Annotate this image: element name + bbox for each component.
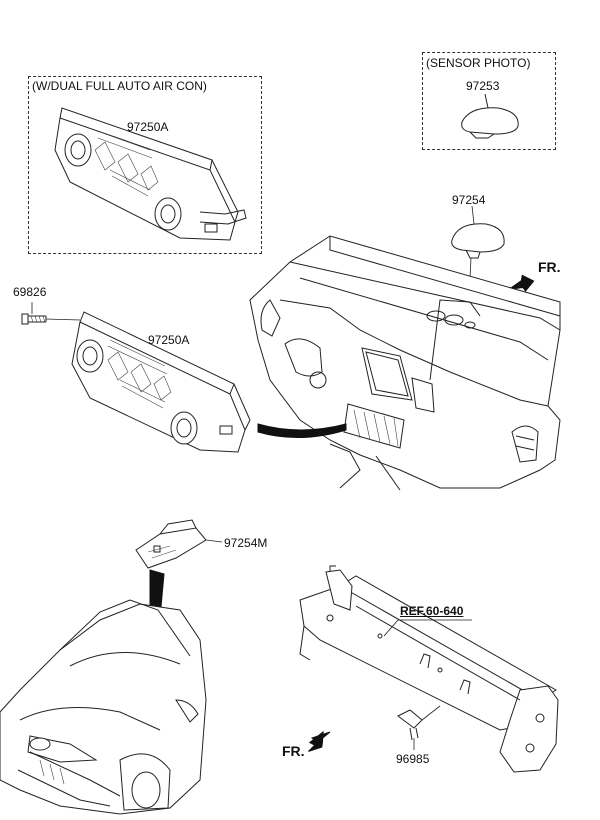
- climate-control-unit-97250A-dual: [54, 107, 247, 241]
- dual-auto-aircon-note: (W/DUAL FULL AUTO AIR CON): [32, 79, 207, 93]
- label-97254: 97254: [452, 193, 486, 207]
- front-direction-arrow-bottom: [308, 730, 331, 752]
- sensor-96985: [397, 705, 441, 750]
- label-fr-bottom: FR.: [282, 743, 305, 759]
- install-arrow: [257, 423, 347, 438]
- label-96985: 96985: [396, 752, 430, 766]
- screw-69826: [21, 302, 81, 325]
- sensor-photo-note: (SENSOR PHOTO): [426, 56, 531, 70]
- vehicle-front-view: [0, 599, 207, 815]
- sensor-photo-box: [422, 52, 556, 150]
- label-97254M: 97254M: [224, 536, 268, 550]
- label-97250A-mid: 97250A: [148, 333, 190, 347]
- label-97253: 97253: [466, 79, 500, 93]
- dual-auto-aircon-box: [28, 76, 262, 254]
- label-97250A-top: 97250A: [127, 120, 169, 134]
- front-direction-arrow-top: [508, 274, 535, 292]
- label-fr-top: FR.: [538, 259, 561, 275]
- label-ref-60-640: REF.60-640: [400, 604, 464, 618]
- label-69826: 69826: [13, 285, 47, 299]
- sensor-bracket-97254M: [135, 519, 223, 569]
- climate-control-unit-97250A: [71, 311, 251, 453]
- dashboard-instrument-panel: [249, 235, 561, 491]
- cowl-crossmember: [299, 565, 559, 773]
- sunload-sensor-97253: [461, 93, 519, 139]
